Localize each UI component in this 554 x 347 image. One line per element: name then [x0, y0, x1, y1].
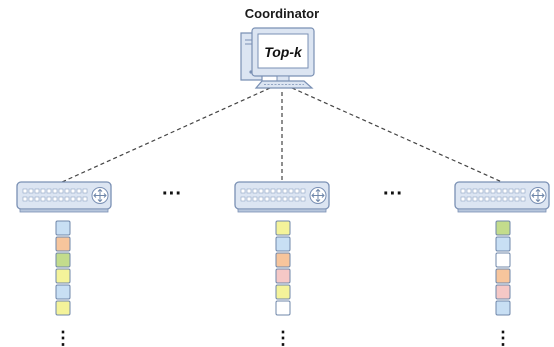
coordinator-screen-text: Top-k: [264, 44, 303, 60]
network-switch-icon: [454, 181, 550, 213]
queue-3: [495, 220, 511, 316]
coordinator-label: Coordinator: [245, 6, 319, 21]
queue-2: [275, 220, 291, 316]
queue-2-continuation: ⋮: [274, 328, 292, 347]
queue-3-cell: [495, 284, 511, 300]
link-to-switch-1: [61, 87, 271, 183]
switch-2: [234, 181, 330, 213]
queue-3-cell: [495, 220, 511, 236]
queue-1-continuation: ⋮: [54, 328, 72, 347]
ellipsis-between-switches-1: ···: [162, 183, 182, 205]
queue-2-cell: [275, 236, 291, 252]
ellipsis-between-switches-2: ···: [383, 183, 403, 205]
queue-2-cell: [275, 268, 291, 284]
queue-1-cell: [55, 268, 71, 284]
queue-1-cell: [55, 236, 71, 252]
desktop-computer-icon: [240, 27, 315, 89]
switch-1: [16, 181, 112, 213]
network-switch-icon: [16, 181, 112, 213]
queue-1-cell: [55, 284, 71, 300]
network-links: [61, 87, 503, 183]
queue-2-cell: [275, 220, 291, 236]
queue-3-cell: [495, 252, 511, 268]
queue-1-cell: [55, 220, 71, 236]
queue-2-cell: [275, 284, 291, 300]
queue-2-cell: [275, 252, 291, 268]
queue-1-cell: [55, 300, 71, 316]
switch-3: [454, 181, 550, 213]
queue-3-cell: [495, 300, 511, 316]
queue-3-cell: [495, 268, 511, 284]
queue-3-continuation: ⋮: [494, 328, 512, 347]
link-to-switch-3: [291, 87, 503, 183]
queue-2-cell: [275, 300, 291, 316]
queue-1-cell: [55, 252, 71, 268]
network-switch-icon: [234, 181, 330, 213]
queue-1: [55, 220, 71, 316]
queue-3-cell: [495, 236, 511, 252]
